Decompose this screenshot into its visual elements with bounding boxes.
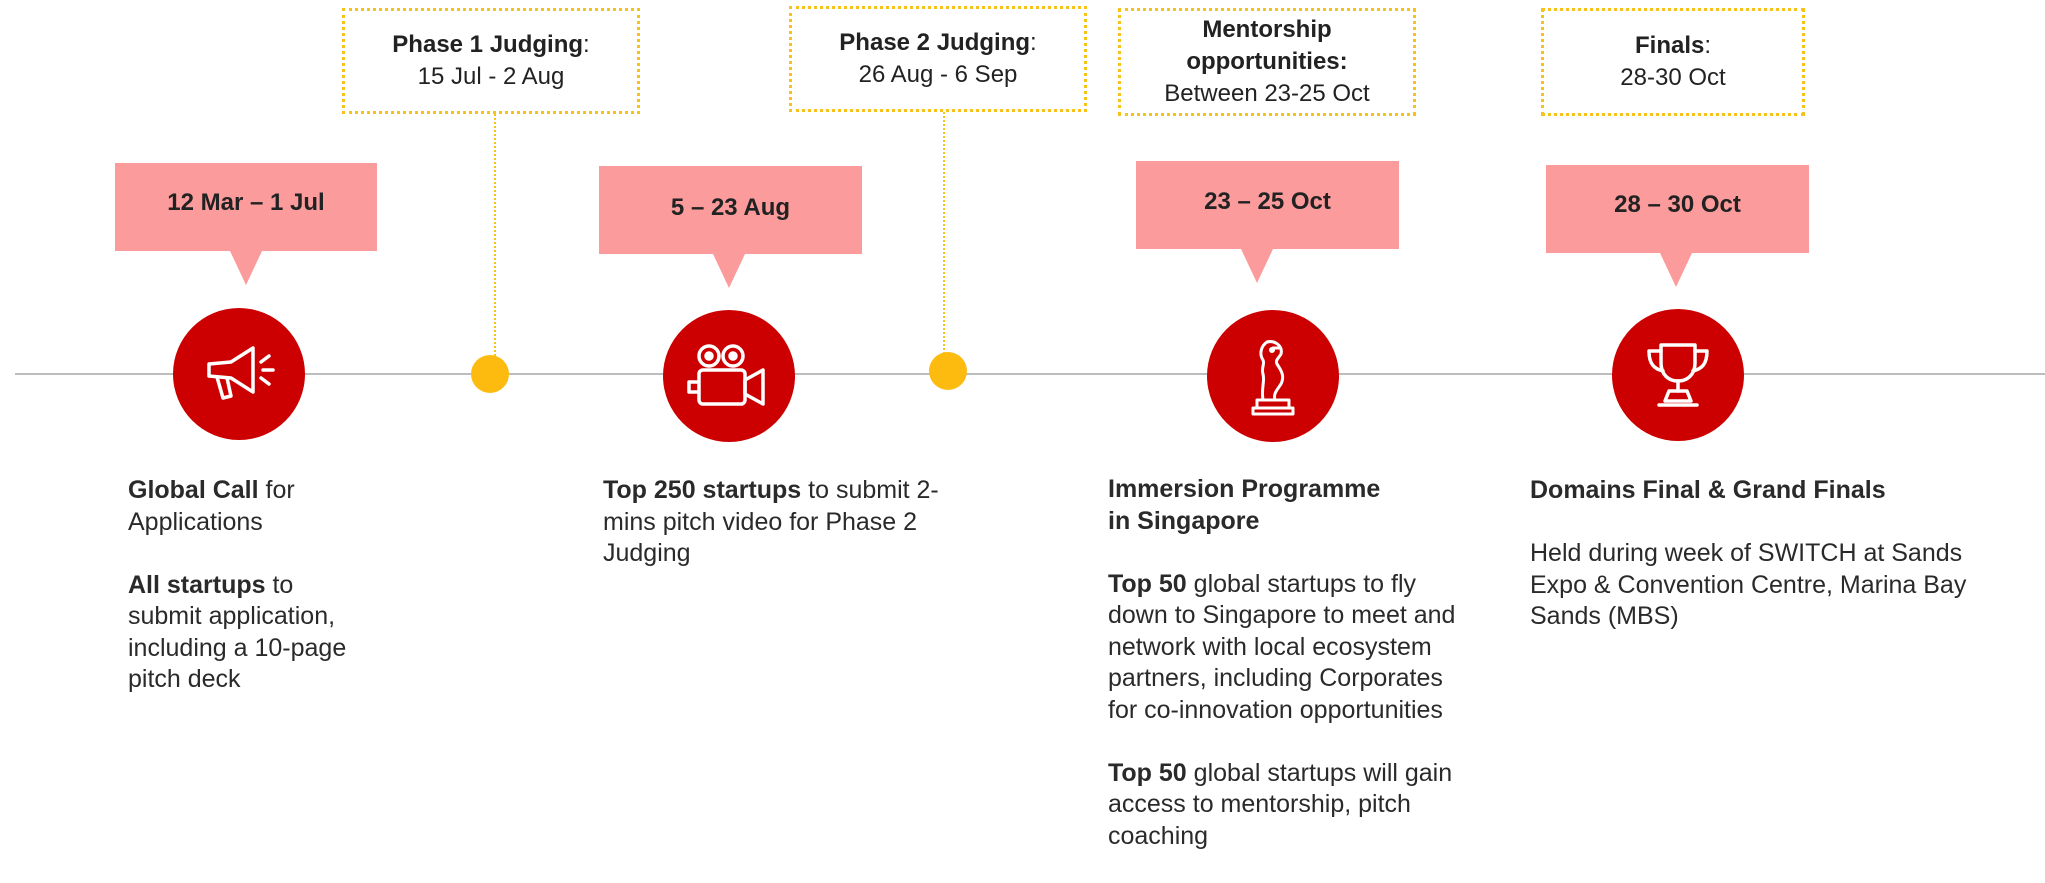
desc-title: Immersion Programme in Singapore bbox=[1108, 475, 1381, 535]
callout-pointer bbox=[1660, 253, 1692, 287]
callout-pointer bbox=[1241, 249, 1273, 283]
date-label: 28 – 30 Oct bbox=[1614, 191, 1741, 218]
phase-label: Finals bbox=[1634, 32, 1705, 59]
milestone-immersion bbox=[1207, 310, 1339, 442]
phase-dates: 28-30 Oct bbox=[1620, 64, 1726, 91]
date-callout: 28 – 30 Oct bbox=[1546, 165, 1809, 287]
description-immersion: Immersion Programme in Singapore Top 50 … bbox=[1108, 474, 1468, 852]
trophy-icon bbox=[1647, 343, 1709, 407]
description-finals: Domains Final & Grand Finals Held during… bbox=[1530, 475, 1980, 633]
finals-box: Finals: 28-30 Oct bbox=[1541, 8, 1805, 116]
video-camera-icon bbox=[687, 344, 765, 406]
phase-2-connector bbox=[943, 112, 945, 370]
phase-colon: : bbox=[1339, 48, 1348, 75]
desc-bold: All startups bbox=[128, 570, 266, 599]
desc-text: to submit application, including a 10-pa… bbox=[128, 570, 347, 694]
callout-pointer bbox=[713, 254, 745, 288]
date-label: 5 – 23 Aug bbox=[670, 194, 791, 221]
desc-bold: Global Call bbox=[128, 476, 259, 504]
desc-text: global startups to fly down to Singapore… bbox=[1108, 569, 1456, 724]
phase-1-marker bbox=[471, 355, 509, 393]
date-callout: 12 Mar – 1 Jul bbox=[115, 163, 377, 285]
desc-text: global startups will gain access to ment… bbox=[1108, 758, 1453, 850]
date-label: 12 Mar – 1 Jul bbox=[167, 189, 325, 216]
phase-colon: : bbox=[583, 31, 590, 58]
phase-dates: 15 Jul - 2 Aug bbox=[417, 63, 565, 90]
milestone-global-call bbox=[173, 308, 305, 440]
merlion-icon bbox=[1251, 340, 1295, 416]
description-pitch-video: Top 250 startups to submit 2-mins pitch … bbox=[603, 475, 943, 570]
milestone-pitch-video bbox=[663, 310, 795, 442]
desc-text: for Applications bbox=[128, 476, 295, 536]
phase-dates: 26 Aug - 6 Sep bbox=[858, 61, 1018, 88]
phase-1-judging-box: Phase 1 Judging: 15 Jul - 2 Aug bbox=[342, 8, 640, 114]
desc-title: Domains Final & Grand Finals bbox=[1530, 476, 1886, 504]
desc-bold: Top 250 startups bbox=[603, 476, 802, 504]
desc-bold: Top 50 bbox=[1108, 758, 1187, 787]
desc-text: Held during week of SWITCH at Sands Expo… bbox=[1530, 539, 1967, 630]
phase-colon: : bbox=[1704, 32, 1712, 59]
callout-pointer bbox=[230, 251, 262, 285]
description-global-call: Global Call for Applications All startup… bbox=[128, 475, 368, 696]
phase-label: Phase 2 Judging bbox=[839, 29, 1031, 56]
desc-text: to submit 2-mins pitch video for Phase 2… bbox=[603, 476, 939, 567]
date-callout: 5 – 23 Aug bbox=[599, 166, 862, 288]
phase-label: Mentorship opportunities bbox=[1186, 16, 1340, 75]
phase-2-marker bbox=[929, 352, 967, 390]
mentorship-box: Mentorship opportunities: Between 23-25 … bbox=[1118, 8, 1416, 116]
desc-bold: Top 50 bbox=[1108, 569, 1187, 598]
megaphone-icon bbox=[207, 346, 275, 400]
milestone-finals bbox=[1612, 309, 1744, 441]
phase-1-connector bbox=[494, 114, 496, 372]
phase-label: Phase 1 Judging bbox=[392, 31, 584, 58]
phase-2-judging-box: Phase 2 Judging: 26 Aug - 6 Sep bbox=[789, 6, 1087, 112]
date-callout: 23 – 25 Oct bbox=[1136, 161, 1399, 283]
timeline-axis bbox=[15, 373, 2045, 375]
phase-colon: : bbox=[1030, 29, 1037, 56]
date-label: 23 – 25 Oct bbox=[1204, 188, 1331, 215]
phase-dates: Between 23-25 Oct bbox=[1164, 80, 1370, 107]
